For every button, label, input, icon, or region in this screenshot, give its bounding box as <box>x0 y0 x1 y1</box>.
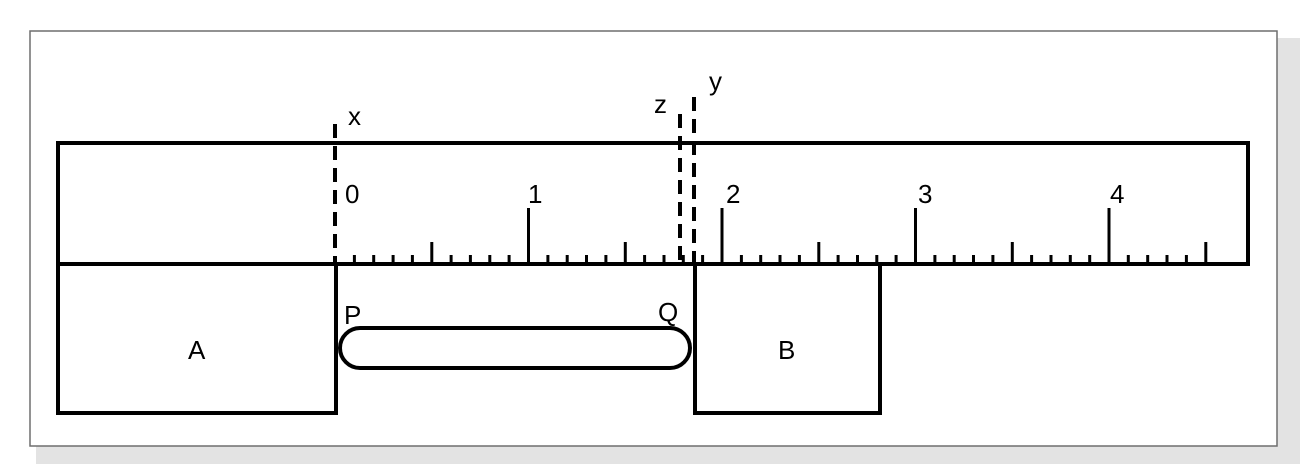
ruler-label-2: 2 <box>726 179 740 209</box>
marker-z-label: z <box>654 89 667 119</box>
ruler-ticks <box>352 208 1208 262</box>
block-b <box>693 264 882 415</box>
ruler-label-1: 1 <box>528 179 542 209</box>
block-a-label: A <box>188 335 206 365</box>
ruler-label-0: 0 <box>345 179 359 209</box>
rod-pq <box>338 326 692 370</box>
block-a <box>56 264 338 415</box>
point-p-label: P <box>344 300 361 330</box>
point-q-label: Q <box>658 297 678 327</box>
marker-x-label: x <box>348 101 361 131</box>
block-b-label: B <box>778 335 795 365</box>
ruler-label-3: 3 <box>918 179 932 209</box>
ruler-label-4: 4 <box>1110 179 1124 209</box>
ruler-body <box>56 141 1250 266</box>
marker-y-label: y <box>709 66 722 96</box>
frame <box>29 30 1278 447</box>
